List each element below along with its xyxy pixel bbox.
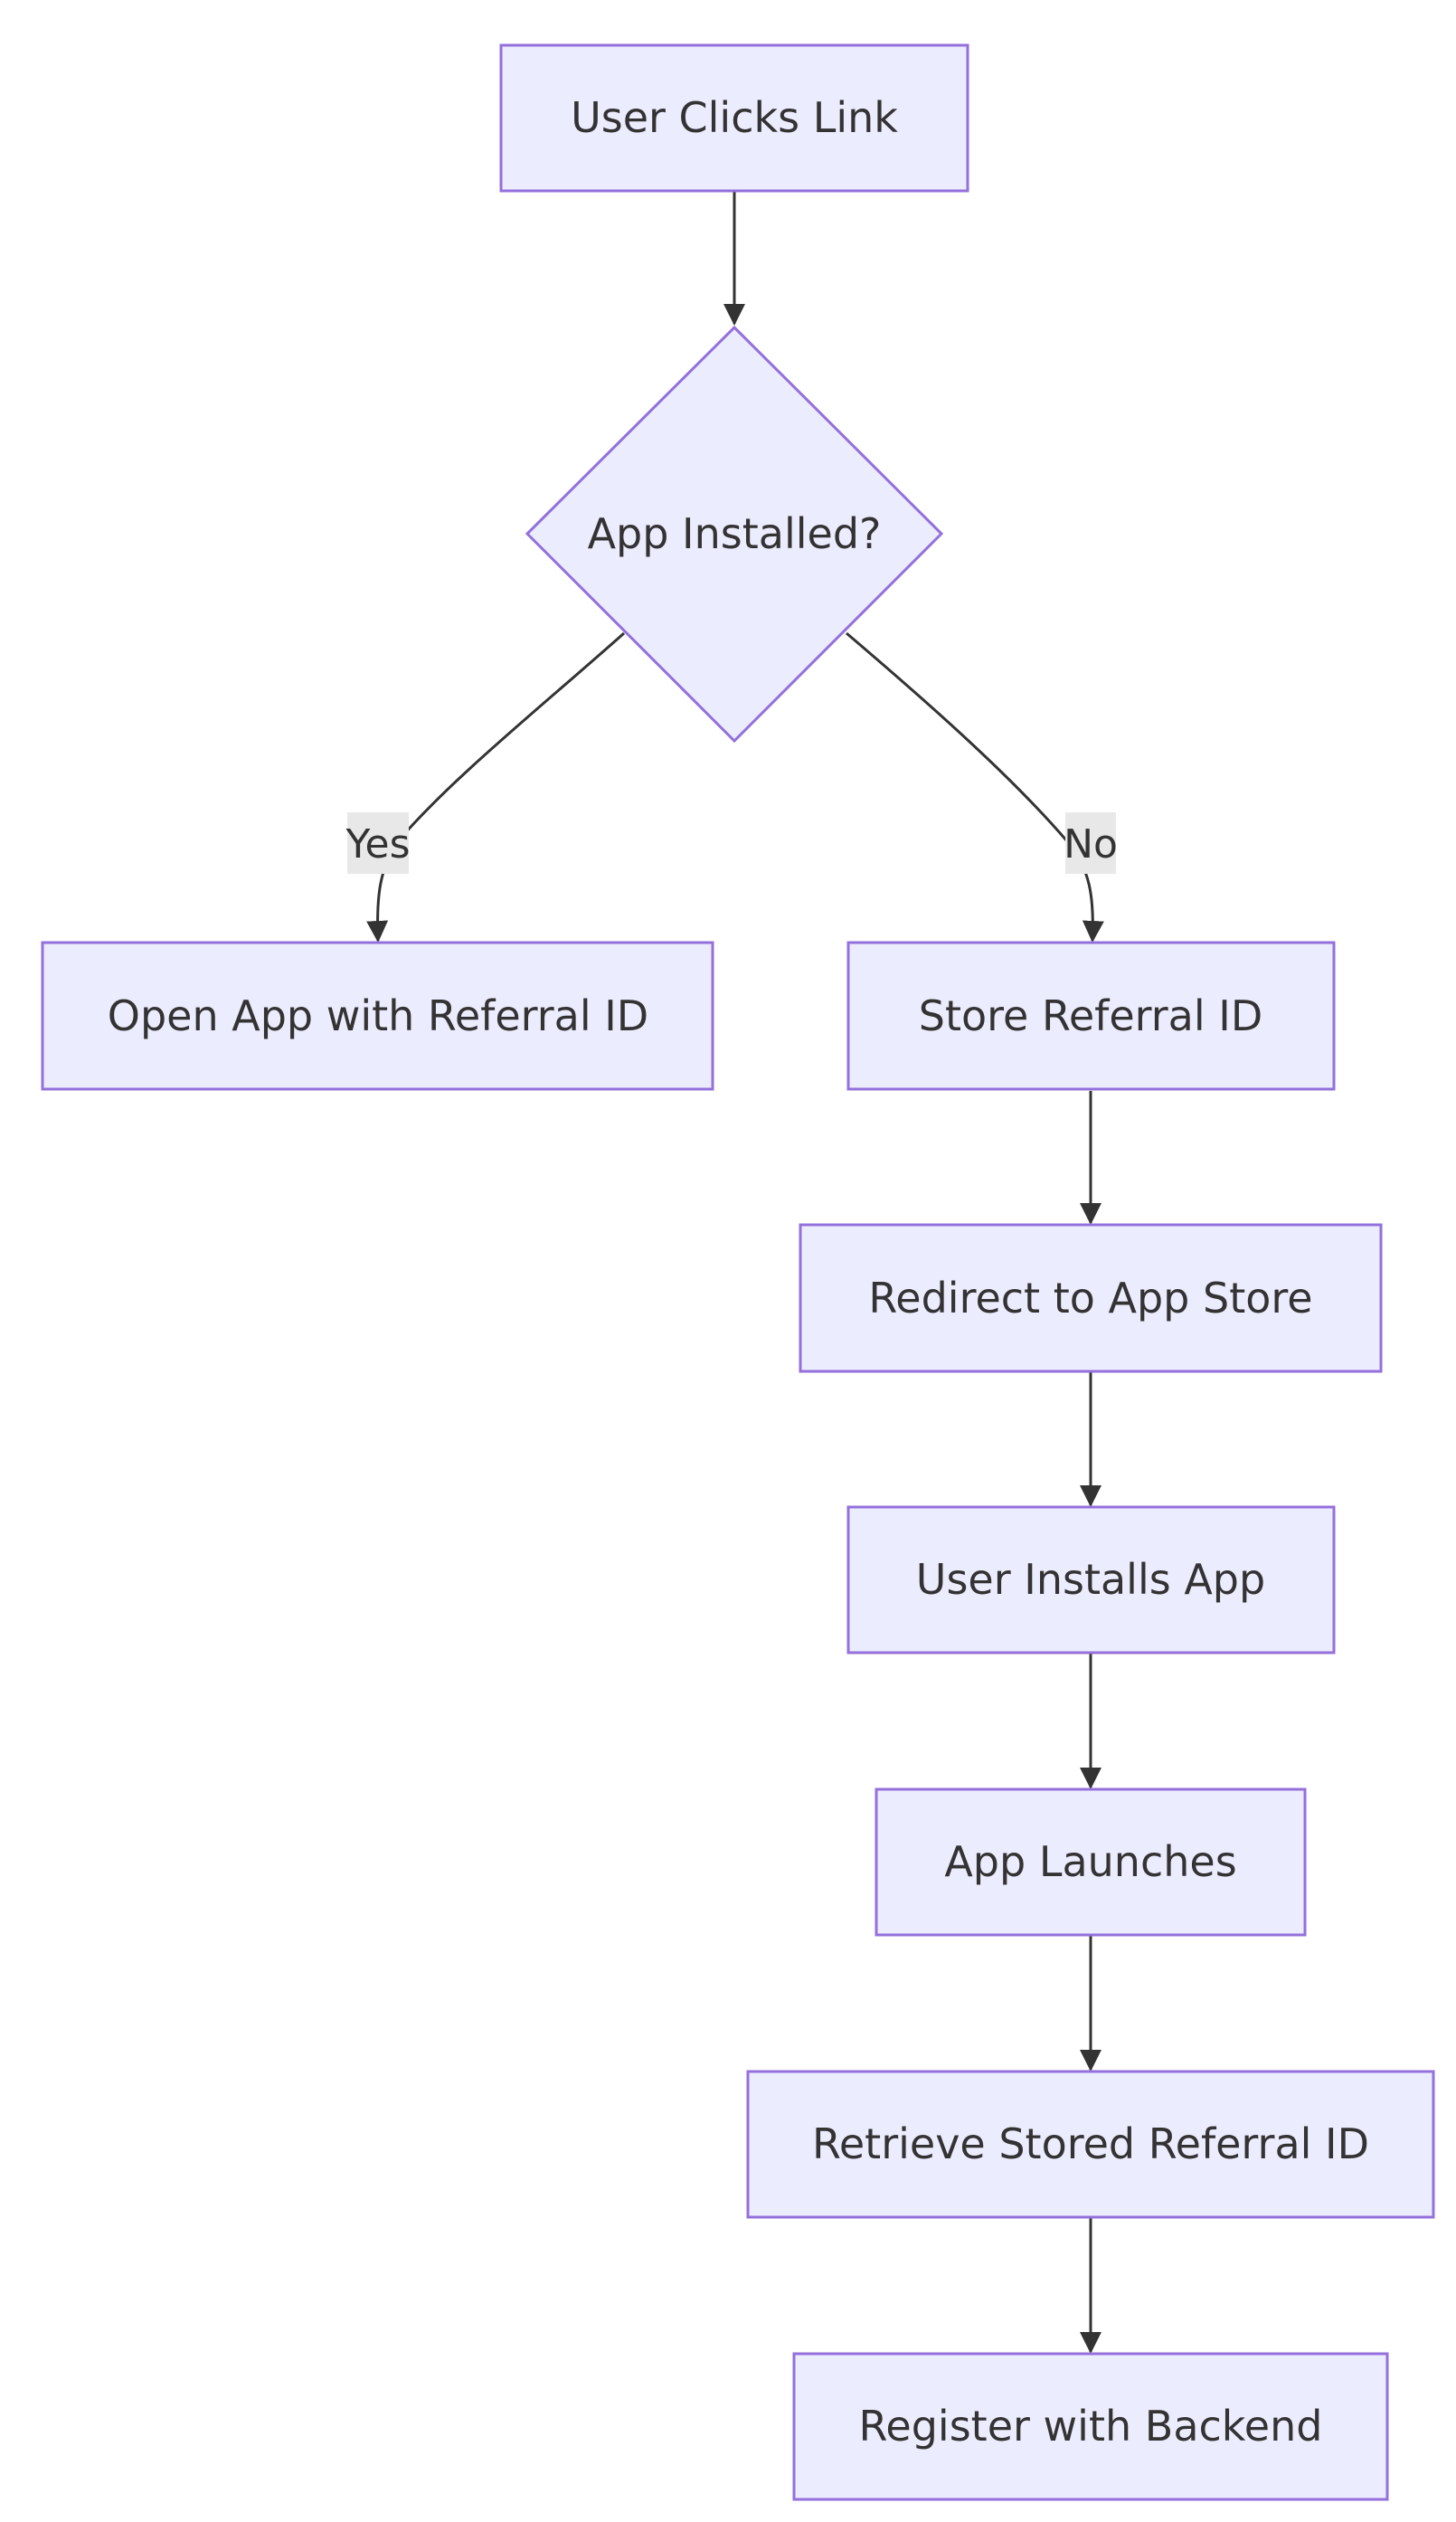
node-redirect-label: Redirect to App Store (868, 1274, 1312, 1323)
node-app-installed-decision: App Installed? (525, 325, 944, 744)
node-app-installed-label: App Installed? (588, 509, 882, 558)
node-retrieve-stored-referral-id: Retrieve Stored Referral ID (746, 2070, 1435, 2219)
node-user-installs-app: User Installs App (846, 1505, 1336, 1654)
edge-label-yes-text: Yes (345, 821, 410, 868)
edge-label-no: No (1064, 812, 1118, 874)
node-app-launches: App Launches (875, 1787, 1307, 1937)
node-redirect-to-app-store: Redirect to App Store (799, 1223, 1383, 1373)
edge-label-yes: Yes (345, 812, 411, 874)
node-register-with-backend: Register with Backend (792, 2352, 1389, 2501)
node-user-clicks-link-label: User Clicks Link (571, 93, 898, 142)
node-register-label: Register with Backend (859, 2402, 1323, 2451)
node-open-app-label: Open App with Referral ID (108, 991, 648, 1040)
edge-decision-to-open-app (366, 631, 625, 943)
node-open-app-with-referral-id: Open App with Referral ID (41, 941, 714, 1091)
node-retrieve-label: Retrieve Stored Referral ID (812, 2119, 1369, 2168)
node-user-clicks-link: User Clicks Link (499, 43, 969, 193)
edge-decision-to-store-id (846, 631, 1104, 943)
edge-label-no-text: No (1064, 821, 1118, 868)
node-user-installs-label: User Installs App (916, 1555, 1265, 1604)
node-store-referral-id-label: Store Referral ID (919, 991, 1263, 1040)
node-store-referral-id: Store Referral ID (846, 941, 1336, 1091)
node-app-launches-label: App Launches (944, 1837, 1236, 1886)
